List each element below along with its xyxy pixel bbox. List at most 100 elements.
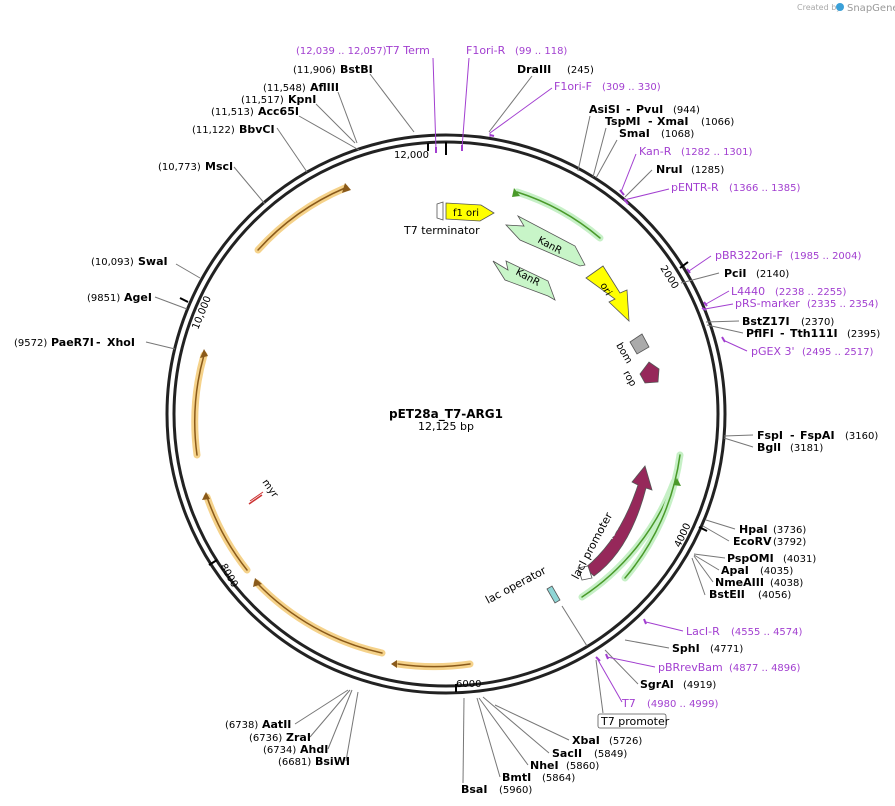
leader-ahdi [327,689,353,750]
site-name-fspi: FspI [757,429,783,442]
site-name-hpai: HpaI [739,523,768,536]
primer-name-pbr322: pBR322ori-F [715,249,783,262]
site-name-pvui: PvuI [636,103,663,116]
leader-draiii [488,75,533,133]
leader-aatii [294,689,349,725]
site-pos-bsiwi: (6681) [278,757,311,768]
site-name-draiii: DraIII [517,63,551,76]
site-sep-xhoi: - [96,336,101,349]
orf-arrowhead-1 [342,183,351,193]
tick-8000 [208,559,218,566]
primer-pos-f1orif: (309 .. 330) [602,82,661,93]
orf-arc-5-line [397,663,471,668]
site-name-nhei: NheI [530,759,559,772]
leader-bsiwi [345,691,359,762]
primer-leader-pgex3 [722,339,748,352]
leader-bsteii [691,557,706,596]
primer-pos-pgex3: (2495 .. 2517) [802,347,874,358]
site-sep-fspai: - [790,429,795,442]
primer-mark-t7 [595,656,601,662]
site-sep-pvui: - [626,103,631,116]
site-name-afliii: AflIII [310,81,339,94]
primer-mark-pgex3 [721,336,726,343]
primer-name-f1orir: F1ori-R [466,44,506,57]
primer-leader-f1orif [489,87,553,137]
plasmid-name: pET28a_T7-ARG1 [389,407,503,422]
site-pos-bgli: (3181) [790,443,823,454]
leader-kpni [315,103,356,144]
t7-terminator-label: T7 terminator [403,224,480,237]
site-pos-afliii: (11,548) [263,83,306,94]
leader-ecorv [702,525,730,542]
site-name-xbai: XbaI [572,734,600,747]
site-name-fspai: FspAI [800,429,835,442]
leader-fspi [723,434,754,437]
site-pos-bsai: (5960) [499,785,532,796]
site-name-bbvci: BbvCI [239,123,275,136]
primer-pos-l4440: (2238 .. 2255) [775,287,847,298]
site-name-ecorv: EcoRV [733,535,772,548]
site-name-sacii: SacII [552,747,582,760]
bom-label: bom [613,341,634,366]
site-pos-bstbi: (11,906) [293,65,336,76]
site-name-apai: ApaI [721,564,749,577]
site-name-nmeaiii: NmeAIII [715,576,764,589]
primer-pos-t7term: (12,039 .. 12,057) [296,46,387,57]
leader-msci [233,166,266,205]
leader-smai [595,139,618,179]
plasmid-size: 12,125 bp [418,420,474,433]
leader-bsai [462,697,465,784]
primer-pos-lacir: (4555 .. 4574) [731,627,803,638]
leader-sacii [482,696,550,754]
site-pos-nhei: (5860) [566,761,599,772]
primer-pos-f1orir: (99 .. 118) [515,46,567,57]
site-pos-fspai: (3160) [845,431,878,442]
site-pos-msci: (10,773) [158,162,201,173]
orf-arc-3-line [206,496,248,571]
site-name-bstz17i: BstZ17I [742,315,790,328]
tick-label-12000: 12,000 [394,150,429,161]
site-pos-acc65i: (11,513) [211,107,254,118]
lac-operator-leader [561,605,588,647]
laci-arrow [584,465,653,577]
primer-name-t7term: T7 Term [385,44,430,57]
primer-mark-kanr [619,189,625,196]
tick-label-6000: 6000 [456,679,481,690]
primer-leader-t7 [597,659,623,703]
site-pos-zrai: (6736) [249,733,282,744]
primer-leader-lacir [645,621,684,632]
site-name-bmti: BmtI [502,771,531,784]
site-sep-tth111i: - [780,327,785,340]
leader-bstbi [369,73,415,133]
leader-xbai [494,704,570,741]
site-pos-sphi: (4771) [710,644,743,655]
site-pos-sacii: (5849) [594,749,627,760]
site-pos-bbvci: (11,122) [192,125,235,136]
site-name-ahdi: AhdI [300,743,328,756]
myr-mark-2 [249,491,264,502]
primer-pos-pbrrevbam: (4877 .. 4896) [729,663,801,674]
primer-pos-prsmarker: (2335 .. 2354) [807,299,879,310]
site-sep-xmai: - [648,115,653,128]
primer-leader-t7term [432,57,437,151]
site-pos-nmeaiii: (4038) [770,578,803,589]
leader-prui [624,169,653,198]
site-name-agei: AgeI [124,291,152,304]
ori-arrow [585,265,630,322]
leader-pcii [680,272,720,284]
site-pos-pspomi: (4031) [783,554,816,565]
primer-name-l4440: L4440 [731,285,765,298]
site-name-tspmi: TspMI [605,115,641,128]
site-name-bsiwi: BsiWI [315,755,350,768]
primer-mark-pentrr [623,198,629,205]
site-name-bstbi: BstBI [340,63,373,76]
site-name-aatii: AatII [262,718,291,731]
primer-name-f1orif: F1ori-F [554,80,592,93]
green-arc-top-line [516,191,601,239]
site-pos-aatii: (6738) [225,720,258,731]
site-pos-draiii: (245) [567,65,594,76]
primer-leader-l4440 [705,290,730,305]
kanr-arrow-2 [492,260,556,301]
site-name-pflfi: PflFI [746,327,774,340]
primer-leader-pentrr [623,188,670,201]
